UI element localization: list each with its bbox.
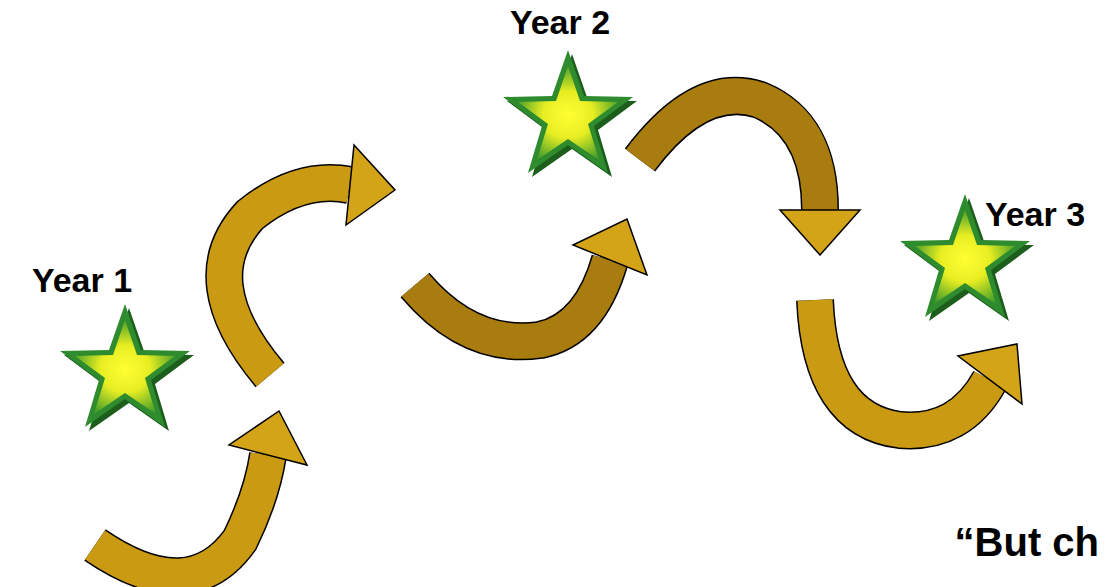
ribbon-arrow	[640, 96, 860, 255]
ribbon-arrow	[224, 145, 395, 375]
star	[503, 50, 637, 177]
ribbon-arrow	[415, 219, 647, 341]
year-label: Year 2	[510, 4, 610, 41]
year-label: Year 3	[985, 196, 1085, 233]
star	[60, 304, 194, 431]
quote-text: “But ch	[955, 520, 1099, 564]
year-label: Year 1	[32, 262, 132, 299]
ribbon-arrow	[815, 300, 1022, 430]
ribbon-arrow	[95, 411, 307, 576]
